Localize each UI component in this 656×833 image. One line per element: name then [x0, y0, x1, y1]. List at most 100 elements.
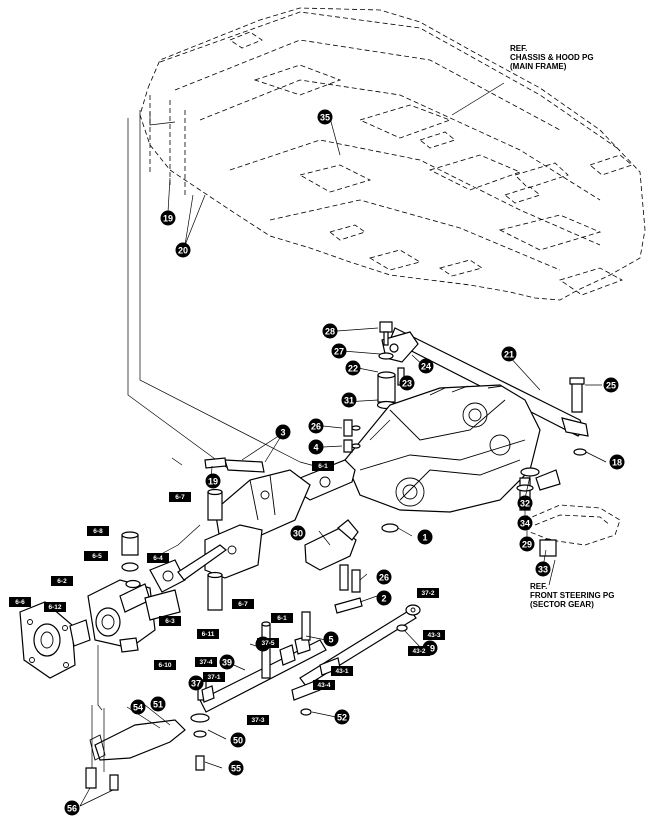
svg-text:29: 29: [522, 540, 532, 550]
tag-6-8: 6-8: [87, 526, 109, 536]
callout-19: 19: [205, 473, 221, 489]
callout-37: 37: [188, 675, 204, 691]
chassis-reference-label: REF. CHASSIS & HOOD PG (MAIN FRAME): [510, 44, 594, 71]
tag-6-12: 6-12: [44, 602, 66, 612]
svg-text:6-2: 6-2: [57, 578, 67, 585]
callout-52: 52: [334, 709, 350, 725]
callout-32: 32: [517, 495, 533, 511]
svg-text:6-3: 6-3: [165, 618, 175, 625]
callout-23: 23: [399, 375, 415, 391]
callout-1: 1: [417, 529, 433, 545]
callout-24: 24: [418, 358, 434, 374]
callout-26: 26: [376, 569, 392, 585]
svg-text:51: 51: [153, 700, 163, 710]
callout-39: 39: [219, 654, 235, 670]
svg-text:43-1: 43-1: [335, 668, 348, 675]
callout-50: 50: [230, 732, 246, 748]
steering-ref-line-3: (SECTOR GEAR): [530, 600, 594, 609]
svg-text:39: 39: [222, 658, 232, 668]
tag-43-4: 43-4: [313, 680, 335, 690]
callout-34: 34: [517, 515, 533, 531]
svg-text:6-5: 6-5: [92, 553, 102, 560]
callout-4: 4: [308, 439, 324, 455]
svg-text:50: 50: [233, 736, 243, 746]
steering-ref-line-2: FRONT STEERING PG: [530, 591, 615, 600]
svg-text:6-7: 6-7: [175, 494, 185, 501]
svg-text:34: 34: [520, 519, 530, 529]
callout-2: 2: [376, 590, 392, 606]
callout-33: 33: [535, 561, 551, 577]
svg-text:6-1: 6-1: [318, 463, 328, 470]
callout-19: 19: [160, 210, 176, 226]
svg-text:37-4: 37-4: [199, 659, 212, 666]
svg-text:28: 28: [325, 327, 335, 337]
svg-text:26: 26: [379, 573, 389, 583]
svg-text:19: 19: [208, 477, 218, 487]
svg-text:4: 4: [313, 443, 318, 453]
callout-3: 3: [275, 424, 291, 440]
svg-text:52: 52: [337, 713, 347, 723]
tag-43-1: 43-1: [331, 666, 353, 676]
svg-text:43-2: 43-2: [412, 648, 425, 655]
steering-bushing: [377, 374, 396, 403]
steering-bracket: [204, 459, 311, 579]
callout-35: 35: [317, 109, 333, 125]
svg-text:37-1: 37-1: [207, 674, 220, 681]
svg-text:18: 18: [612, 458, 622, 468]
tag-6-10: 6-10: [154, 660, 176, 670]
svg-text:37-5: 37-5: [261, 640, 274, 647]
callout-51: 51: [150, 696, 166, 712]
svg-text:56: 56: [67, 804, 77, 814]
callout-30: 30: [290, 525, 306, 541]
svg-text:6-1: 6-1: [277, 615, 287, 622]
chassis-ref-line-3: (MAIN FRAME): [510, 62, 567, 71]
tag-6-7: 6-7: [232, 599, 254, 609]
tag-37-2: 37-2: [417, 588, 439, 598]
svg-text:54: 54: [133, 703, 143, 713]
main-frame-chassis: [139, 7, 646, 301]
steering-reference-label: REF. FRONT STEERING PG (SECTOR GEAR): [530, 582, 614, 609]
callout-31: 31: [341, 392, 357, 408]
svg-text:26: 26: [311, 422, 321, 432]
tag-37-4: 37-4: [195, 657, 217, 667]
tag-37-3: 37-3: [247, 715, 269, 725]
svg-text:25: 25: [606, 381, 616, 391]
svg-text:37-3: 37-3: [251, 717, 264, 724]
mounting-plate: [94, 719, 186, 761]
callout-29: 29: [519, 536, 535, 552]
svg-text:37-2: 37-2: [421, 590, 434, 597]
svg-text:43-4: 43-4: [317, 682, 330, 689]
svg-text:19: 19: [163, 214, 173, 224]
callout-22: 22: [345, 360, 361, 376]
callout-26: 26: [308, 418, 324, 434]
tag-6-6: 6-6: [9, 597, 31, 607]
tag-6-5: 6-5: [86, 551, 108, 561]
svg-text:21: 21: [504, 350, 514, 360]
tag-43-2: 43-2: [408, 646, 430, 656]
callout-5: 5: [323, 631, 339, 647]
svg-text:6-12: 6-12: [48, 604, 61, 611]
svg-text:6-10: 6-10: [158, 662, 171, 669]
tag-6-4: 6-4: [147, 553, 169, 563]
svg-text:33: 33: [538, 565, 548, 575]
tag-6-2: 6-2: [51, 576, 73, 586]
steering-box: [87, 579, 181, 649]
chassis-ref-line-1: REF.: [510, 44, 528, 53]
svg-text:6-11: 6-11: [202, 631, 215, 638]
tag-6-1: 6-1: [312, 461, 334, 471]
svg-text:2: 2: [381, 594, 386, 604]
svg-text:31: 31: [344, 396, 354, 406]
svg-text:27: 27: [334, 347, 344, 357]
callout-54: 54: [130, 699, 146, 715]
callout-18: 18: [609, 454, 625, 470]
svg-text:35: 35: [320, 113, 330, 123]
svg-text:6-6: 6-6: [15, 599, 25, 606]
callout-20: 20: [175, 242, 191, 258]
callout-28: 28: [322, 323, 338, 339]
tag-6-3: 6-3: [159, 616, 181, 626]
callout-27: 27: [331, 343, 347, 359]
svg-text:6-4: 6-4: [153, 555, 163, 562]
svg-text:1: 1: [422, 533, 427, 543]
steering-ref-line-1: REF.: [530, 582, 548, 591]
